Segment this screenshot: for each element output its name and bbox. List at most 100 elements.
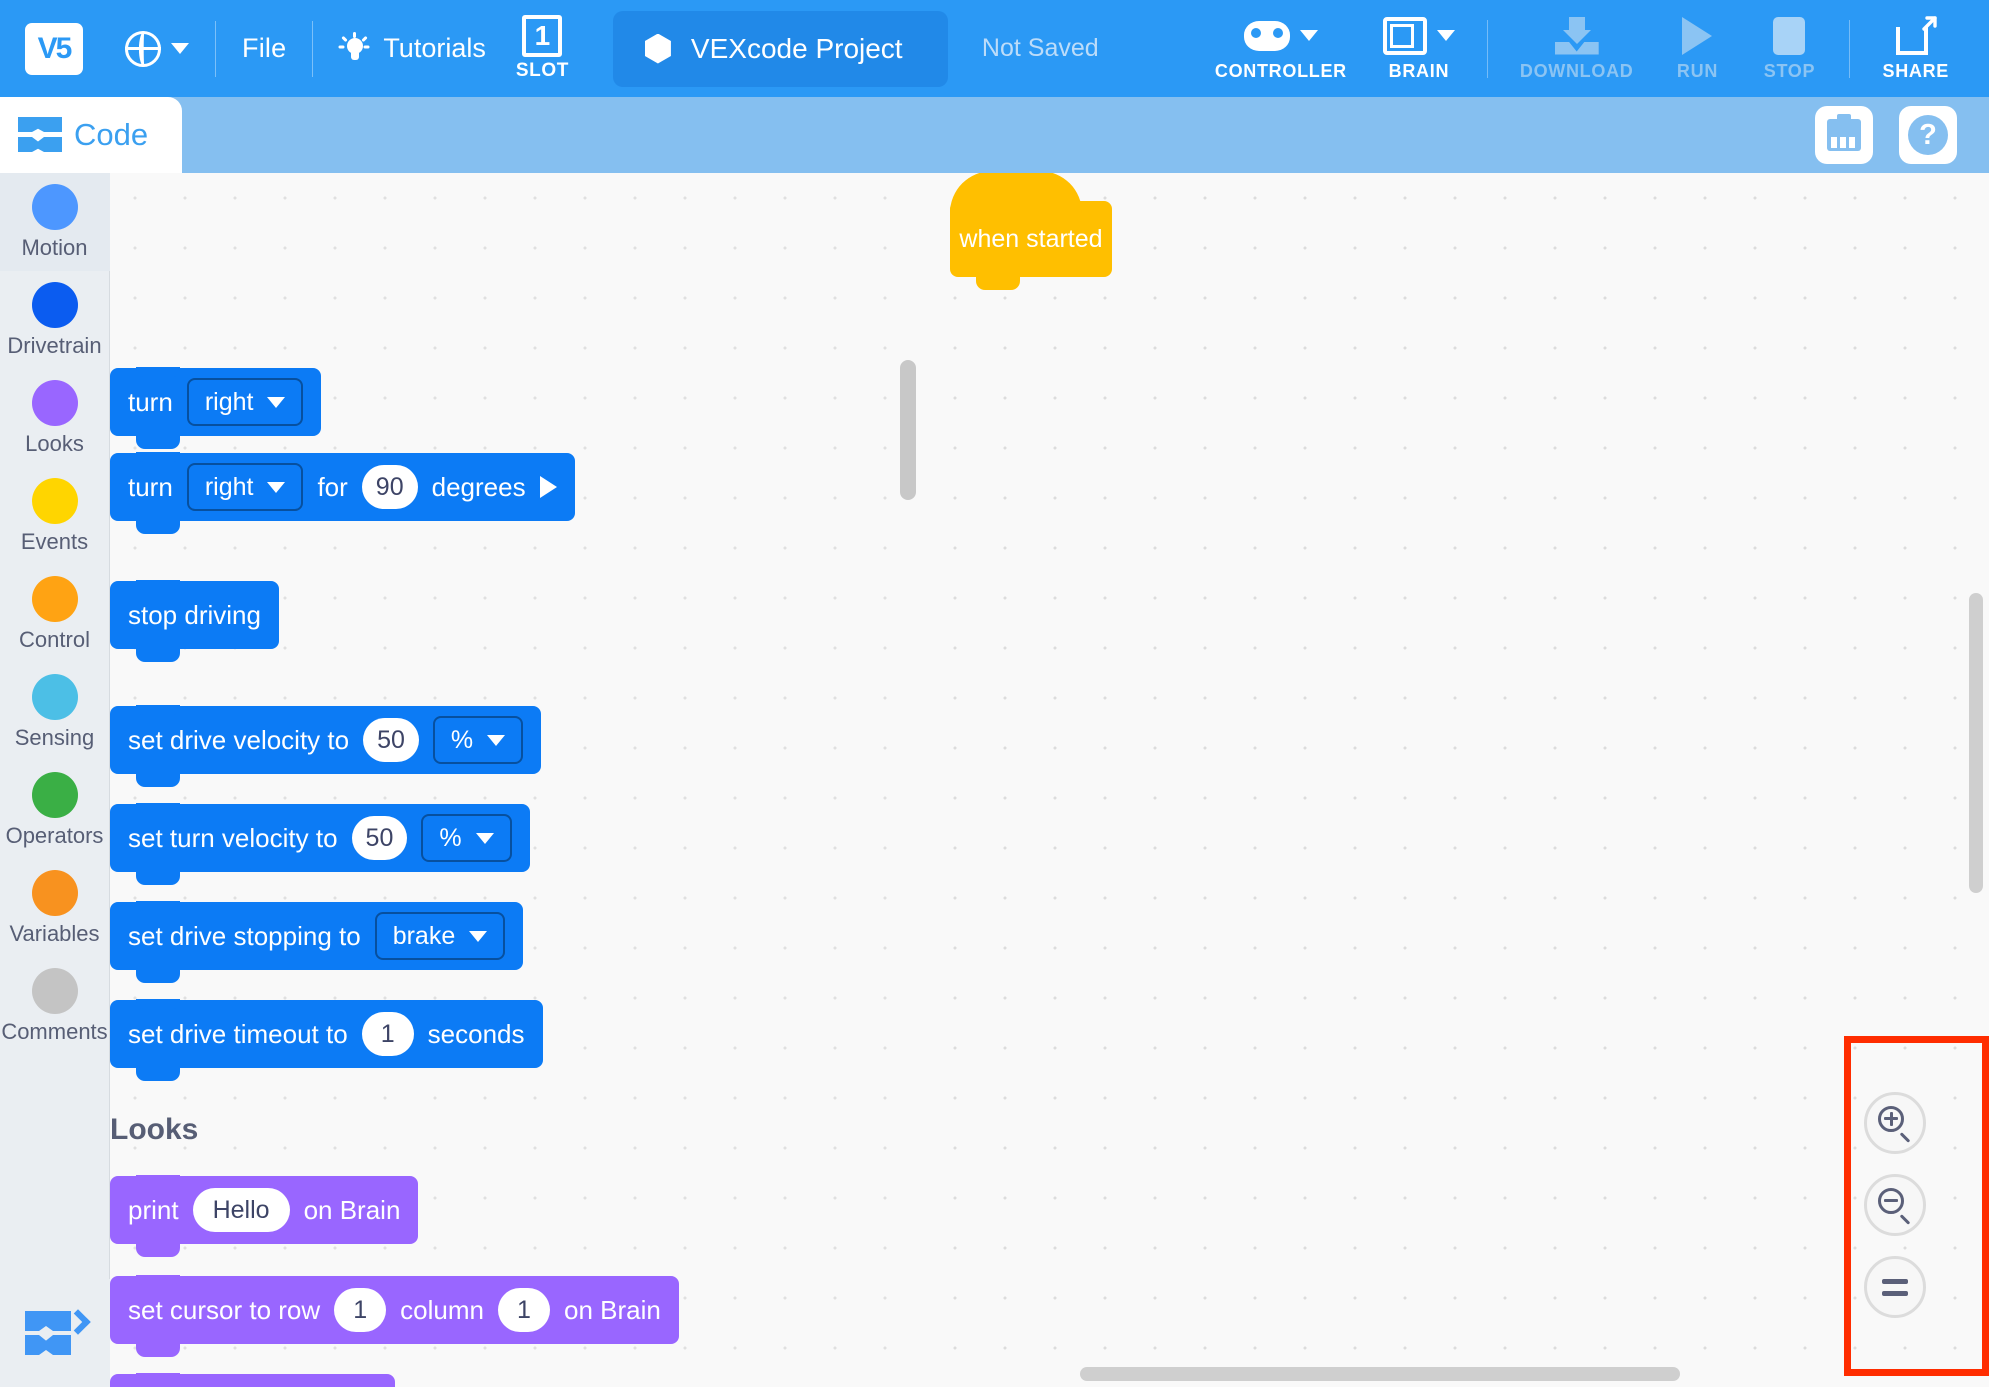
globe-icon [125, 30, 161, 67]
vex-v5-logo-icon[interactable]: V5 [25, 22, 83, 75]
download-button[interactable]: DOWNLOAD [1502, 16, 1652, 82]
chevron-down-icon [267, 396, 286, 408]
chevron-down-icon [487, 734, 506, 746]
category-color-dot [31, 379, 78, 426]
code-workspace[interactable]: when started [930, 173, 1989, 1387]
block-when-started[interactable]: when started [950, 173, 1112, 290]
block-number-input[interactable]: 90 [361, 465, 418, 509]
stop-icon [1773, 16, 1806, 55]
play-icon [1682, 16, 1713, 55]
tutorials-button[interactable]: Tutorials [338, 31, 486, 66]
toolbar-actions: CONTROLLER BRAIN DOWNLOAD RUN STOP [1197, 0, 1989, 97]
category-operators[interactable]: Operators [0, 761, 110, 859]
category-drivetrain[interactable]: Drivetrain [0, 271, 110, 369]
chevron-down-icon [1299, 30, 1318, 41]
category-color-dot [31, 281, 78, 328]
block-number-input[interactable]: 1 [334, 1288, 387, 1332]
file-menu-button[interactable]: File [242, 33, 287, 63]
block-number-input[interactable]: 1 [361, 1012, 414, 1056]
chevron-down-icon [1436, 30, 1455, 41]
block-set-turn-velocity[interactable]: set turn velocity to 50% [110, 803, 530, 885]
top-toolbar: V5 File Tutorials 1 SLOT VEXcode Project… [0, 0, 1989, 97]
block-label: stop driving [128, 599, 261, 630]
tab-code-label: Code [74, 117, 149, 152]
hexagon-icon [644, 33, 671, 64]
magnifier-plus-icon [1878, 1106, 1912, 1143]
zoom-in-button[interactable] [1864, 1092, 1926, 1154]
category-events[interactable]: Events [0, 467, 110, 565]
stop-label: STOP [1763, 60, 1816, 81]
project-name-field[interactable]: VEXcode Project [612, 10, 948, 87]
slot-selector[interactable]: 1 SLOT [515, 10, 572, 82]
share-button[interactable]: SHARE [1864, 15, 1967, 82]
category-looks[interactable]: Looks [0, 369, 110, 467]
category-label: Looks [25, 430, 84, 456]
language-selector[interactable] [125, 30, 189, 67]
controller-button[interactable]: CONTROLLER [1197, 16, 1365, 82]
brain-button[interactable]: BRAIN [1365, 16, 1473, 82]
zoom-out-button[interactable] [1864, 1174, 1926, 1236]
category-sensing[interactable]: Sensing [0, 663, 110, 761]
category-variables[interactable]: Variables [0, 859, 110, 957]
stop-button[interactable]: STOP [1743, 16, 1835, 82]
divider [312, 20, 314, 77]
block-run-play-icon[interactable] [539, 476, 557, 498]
category-comments[interactable]: Comments [0, 957, 110, 1055]
block-label: print [128, 1194, 179, 1225]
block-dropdown[interactable]: % [432, 716, 524, 764]
download-icon [1554, 16, 1599, 55]
category-label: Sensing [14, 724, 95, 750]
chevron-down-icon [171, 43, 189, 54]
block-label: degrees [431, 471, 526, 502]
block-dropdown-value: % [439, 823, 462, 852]
category-control[interactable]: Control [0, 565, 110, 663]
block-dropdown[interactable]: brake [374, 912, 506, 960]
block-text-input[interactable]: Hello [192, 1188, 290, 1232]
category-color-dot [31, 477, 78, 524]
workspace-horizontal-scrollbar[interactable] [1080, 1367, 1680, 1381]
block-number-input[interactable]: 1 [498, 1288, 550, 1332]
help-button[interactable]: ? [1899, 106, 1957, 164]
block-set-cursor-next-row[interactable]: set cursor to next row [110, 1373, 395, 1387]
category-motion[interactable]: Motion [0, 173, 110, 271]
share-label: SHARE [1882, 60, 1949, 81]
slot-label: SLOT [515, 60, 569, 81]
category-color-dot [31, 869, 78, 916]
brain-device-icon [1382, 16, 1427, 55]
zoom-reset-button[interactable] [1864, 1256, 1926, 1318]
block-dropdown[interactable]: % [421, 814, 512, 862]
category-label: Motion [21, 234, 88, 260]
slot-number: 1 [522, 10, 572, 57]
block-dropdown[interactable]: right [186, 463, 304, 511]
block-dropdown[interactable]: right [186, 378, 304, 426]
block-label: on Brain [564, 1294, 661, 1325]
block-label: set turn velocity to [128, 822, 338, 853]
blocks-to-text-toggle[interactable] [0, 1279, 110, 1387]
block-label: for [317, 471, 348, 502]
category-color-dot [31, 673, 78, 720]
category-color-dot [31, 183, 78, 230]
blocks-to-text-toggle-icon [25, 1307, 91, 1359]
device-monitor-icon [1827, 114, 1861, 151]
download-label: DOWNLOAD [1519, 60, 1634, 81]
chevron-down-icon [469, 930, 488, 942]
block-dropdown-value: right [204, 472, 254, 501]
block-number-input[interactable]: 50 [363, 718, 419, 762]
device-monitor-button[interactable] [1815, 106, 1873, 164]
run-button[interactable]: RUN [1651, 16, 1743, 82]
category-color-dot [31, 771, 78, 818]
tab-code[interactable]: Code [0, 97, 182, 173]
workspace-vertical-scrollbar[interactable] [1969, 593, 1983, 893]
block-stop-driving[interactable]: stop driving [110, 580, 279, 662]
palette-scrollbar[interactable] [900, 360, 916, 500]
block-number-input[interactable]: 50 [351, 816, 408, 860]
hat-dome [950, 173, 1082, 213]
